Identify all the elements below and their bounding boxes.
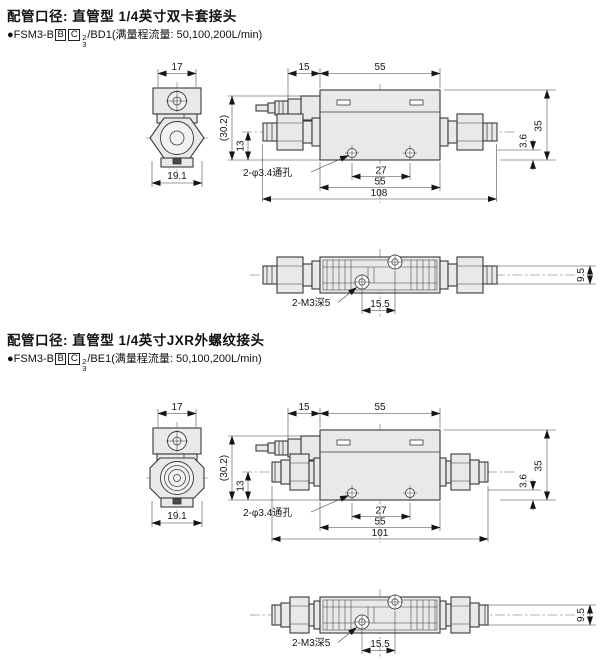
dim-fitting-clearance: 3.6 [519,474,530,488]
model-option-box: C [68,353,81,365]
dim-port-height: 9.5 [576,608,587,622]
front-view: 15 55 (30.2) 13 2-φ3.4通孔 27 55 101 35 3.… [219,402,556,543]
dim-nut-width: 19.1 [167,171,187,182]
dim-body-length-top: 55 [374,62,386,73]
bottom-view: 9.5 2-M3深5 15.5 [250,249,596,317]
dim-overall-height: (30.2) [219,455,230,481]
side-view: 17 19.1 [146,402,208,527]
dim-body-length-bottom: 55 [374,177,386,188]
tap-callout: 2-M3深5 [292,637,331,649]
dim-fitting-clearance: 3.6 [519,134,530,148]
front-view: 15 55 (30.2) 13 2-φ3.4通孔 27 55 108 35 3.… [219,62,556,203]
section2-heading: 配管口径: 直管型 1/4英寸JXR外螺纹接头 [7,333,265,348]
dim-overall-length: 101 [372,528,389,539]
section1-heading: 配管口径: 直管型 1/4英寸双卡套接头 [7,9,237,24]
dim-body-length-top: 55 [374,402,386,413]
model-option-box: C [68,29,81,41]
model-suffix: /BD1(满量程流量: 50,100,200L/min) [87,29,263,41]
model-prefix: ●FSM3-B [7,29,54,41]
model-suffix: /BE1(满量程流量: 50,100,200L/min) [87,353,262,365]
dim-connector-offset: 15 [298,62,310,73]
dim-hole-pitch: 27 [375,506,387,517]
dim-connector-width: 17 [171,62,183,73]
side-view: 17 19.1 [146,62,208,187]
drawing-section-double-ferrule: 17 19.1 15 55 [146,62,596,317]
dim-body-length-bottom: 55 [374,517,386,528]
dim-overall-height: (30.2) [219,115,230,141]
model-prefix: ●FSM3-B [7,353,54,365]
dim-height-35: 35 [534,120,545,132]
tap-callout: 2-M3深5 [292,297,331,309]
model-option-box: B [54,29,67,41]
hole-callout: 2-φ3.4通孔 [243,167,292,179]
dim-tap-pitch: 15.5 [370,299,390,310]
dim-centerline-height: 13 [236,140,247,152]
hole-callout: 2-φ3.4通孔 [243,507,292,519]
dim-port-height: 9.5 [576,268,587,282]
dim-tap-pitch: 15.5 [370,639,390,650]
bottom-view: 9.5 2-M3深5 15.5 [250,589,596,657]
dim-connector-width: 17 [171,402,183,413]
dim-centerline-height: 13 [236,480,247,492]
dim-hole-pitch: 27 [375,166,387,177]
model-option-box: B [54,353,67,365]
dim-height-35: 35 [534,460,545,472]
dim-connector-offset: 15 [298,402,310,413]
dim-overall-length: 108 [371,188,388,199]
dim-nut-width: 19.1 [167,511,187,522]
drawing-section-jxr-thread: 17 19.1 15 55 [146,402,596,657]
